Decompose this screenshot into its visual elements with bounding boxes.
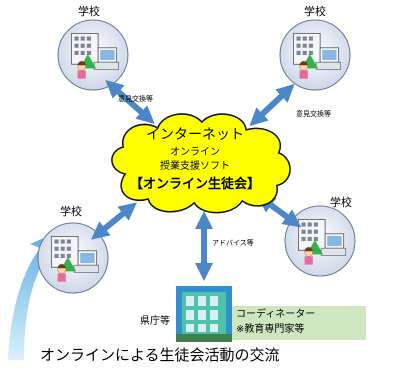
school-label-bottom-left: 学校: [60, 205, 82, 218]
cloud-line-software: 授業支援ソフト: [160, 161, 230, 172]
exchange-label-right: 意見交換等: [296, 110, 331, 118]
cloud-title: インターネット: [146, 127, 244, 143]
school-icon-top-left: [57, 19, 129, 91]
arrow-bottom-left: [91, 202, 137, 240]
school-label-bottom-right: 学校: [330, 196, 352, 209]
school-icon-bottom-right: [284, 205, 356, 277]
arrow-top-right: [249, 83, 295, 127]
arrow-top-left: [105, 80, 155, 124]
coordinator-box: コーディネーター ※教育専門家等: [232, 306, 366, 340]
cloud-line-online: オンライン: [170, 147, 220, 158]
prefecture-building-icon: [176, 286, 232, 342]
school-icon-top-right: [279, 19, 351, 91]
exchange-label-left: 意見交換等: [118, 95, 153, 103]
diagram-caption: オンラインによる生徒会活動の交流: [40, 346, 280, 364]
school-label-top-left: 学校: [78, 5, 100, 18]
advice-label: アドバイス等: [212, 239, 254, 247]
curved-arrow-decoration: [8, 230, 62, 360]
school-label-top-right: 学校: [304, 5, 326, 18]
school-icon-bottom-left: [37, 222, 109, 294]
cloud-line-council: 【オンライン生徒会】: [129, 177, 260, 192]
coordinator-title: コーディネーター: [236, 309, 316, 320]
coordinator-note: ※教育専門家等: [236, 324, 305, 335]
prefecture-label: 県庁等: [140, 316, 170, 327]
